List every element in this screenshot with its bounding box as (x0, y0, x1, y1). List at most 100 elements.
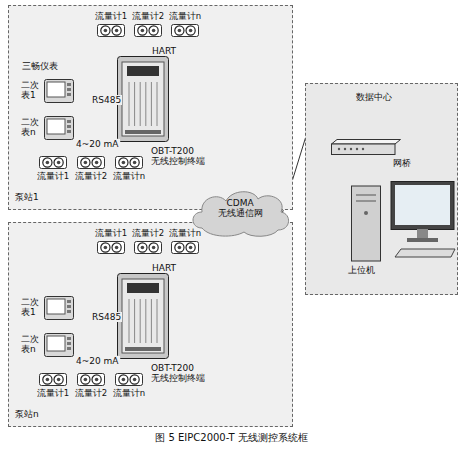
bridge-front (332, 144, 396, 155)
meter-body (98, 25, 125, 37)
flowmeter-icon-shape (171, 24, 199, 37)
gauge-button (67, 125, 71, 128)
terminal-case (118, 274, 169, 359)
meter-hub (178, 246, 182, 250)
signal-label: RS485 (91, 95, 122, 105)
pc-stand (417, 229, 428, 238)
flowmeter-icon: 流量计2 (134, 241, 162, 254)
signal-label: HART (151, 263, 177, 273)
meter-dial (119, 158, 128, 167)
flowmeter-icon-shape (134, 241, 162, 254)
signal-label: RS485 (91, 312, 122, 322)
meter-hub (57, 378, 61, 382)
meter-dial (186, 26, 195, 35)
flowmeter-icon: 流量计n (171, 24, 199, 37)
meter-hub (95, 378, 99, 382)
meter-dial (43, 375, 52, 384)
terminal-strip (125, 347, 161, 351)
bridge-top (332, 140, 401, 145)
meter-body (135, 242, 162, 254)
terminal-panel (122, 279, 164, 353)
terminal-panel (122, 62, 164, 136)
meter-body (135, 25, 162, 37)
secondary-meter: 二次表n (44, 116, 74, 140)
pump-station-box: 泵站1流量计1流量计2流量计n二次表1二次表nOBT-T200 无线控制终端流量… (8, 5, 293, 210)
meter-hub (46, 161, 50, 165)
gauge-button (67, 305, 71, 308)
secondary-meter: 二次表1 (44, 296, 74, 320)
flowmeter-icon: 流量计n (171, 241, 199, 254)
meter-body (172, 25, 199, 37)
node-label: 泵站1 (15, 192, 39, 202)
gauge-button (67, 300, 71, 303)
pc-slot (356, 195, 376, 196)
bridge-led (338, 148, 340, 150)
terminal-rail (140, 82, 141, 126)
meter-hub (133, 378, 137, 382)
terminal-case (118, 57, 169, 142)
pc-tower (352, 186, 381, 261)
node-label: 流量计1 (37, 172, 69, 182)
node-label: 流量计2 (75, 389, 107, 399)
node-label: 泵站n (15, 409, 39, 419)
node-label: OBT-T200 无线控制终端 (151, 363, 221, 384)
flowmeter-icon: 流量计n (115, 156, 143, 169)
meter-hub (122, 378, 126, 382)
secondary-meter-shape (44, 333, 74, 357)
flowmeter-icon: 流量计2 (77, 373, 105, 386)
terminal-rail (145, 299, 146, 343)
meter-body (40, 374, 67, 386)
meter-dial (175, 243, 184, 252)
gauge-screen (47, 336, 65, 351)
meter-dial (186, 243, 195, 252)
meter-hub (141, 246, 145, 250)
network-cloud: CDMA 无线通信网 (188, 186, 292, 238)
meter-dial (138, 26, 147, 35)
flowmeter-icon: 流量计1 (39, 156, 67, 169)
meter-dial (130, 158, 139, 167)
meter-dial (81, 375, 90, 384)
bridge-led (350, 148, 352, 150)
terminal-rail (151, 82, 152, 126)
meter-hub (189, 246, 193, 250)
secondary-meter-shape (44, 79, 74, 103)
bridge-device-shape (331, 139, 401, 155)
gauge-button (67, 130, 71, 133)
meter-dial (112, 26, 121, 35)
node-label: 网桥 (393, 158, 411, 168)
bridge-led (362, 148, 364, 150)
terminal-rail (157, 82, 158, 126)
meter-dial (101, 243, 110, 252)
control-terminal: OBT-T200 无线控制终端 (117, 273, 169, 359)
meter-dial (43, 158, 52, 167)
signal-label: HART (151, 46, 177, 56)
flowmeter-icon-shape (97, 241, 125, 254)
meter-hub (95, 161, 99, 165)
control-terminal-shape (117, 273, 169, 359)
meter-dial (92, 375, 101, 384)
flowmeter-icon-shape (77, 156, 105, 169)
node-label: 二次表n (21, 334, 40, 355)
meter-hub (152, 246, 156, 250)
pc-base (407, 238, 438, 242)
node-label: 流量计n (113, 389, 145, 399)
node-label: 流量计n (169, 229, 201, 239)
node-label: 流量计n (113, 172, 145, 182)
terminal-rail (129, 299, 130, 343)
flowmeter-icon-shape (77, 373, 105, 386)
node-label: 流量计1 (37, 389, 69, 399)
node-label: 流量计n (169, 12, 201, 22)
flowmeter-icon: 流量计1 (39, 373, 67, 386)
meter-hub (115, 29, 119, 33)
meter-hub (84, 378, 88, 382)
meter-body (116, 374, 143, 386)
node-label: 二次表1 (21, 297, 40, 318)
terminal-rail (134, 299, 135, 343)
meter-dial (130, 375, 139, 384)
pc-screen (395, 185, 450, 225)
meter-hub (189, 29, 193, 33)
gauge-body (45, 80, 74, 103)
cloud-outline (193, 192, 289, 237)
meter-dial (119, 375, 128, 384)
signal-label: 4~20 mA (75, 356, 120, 366)
